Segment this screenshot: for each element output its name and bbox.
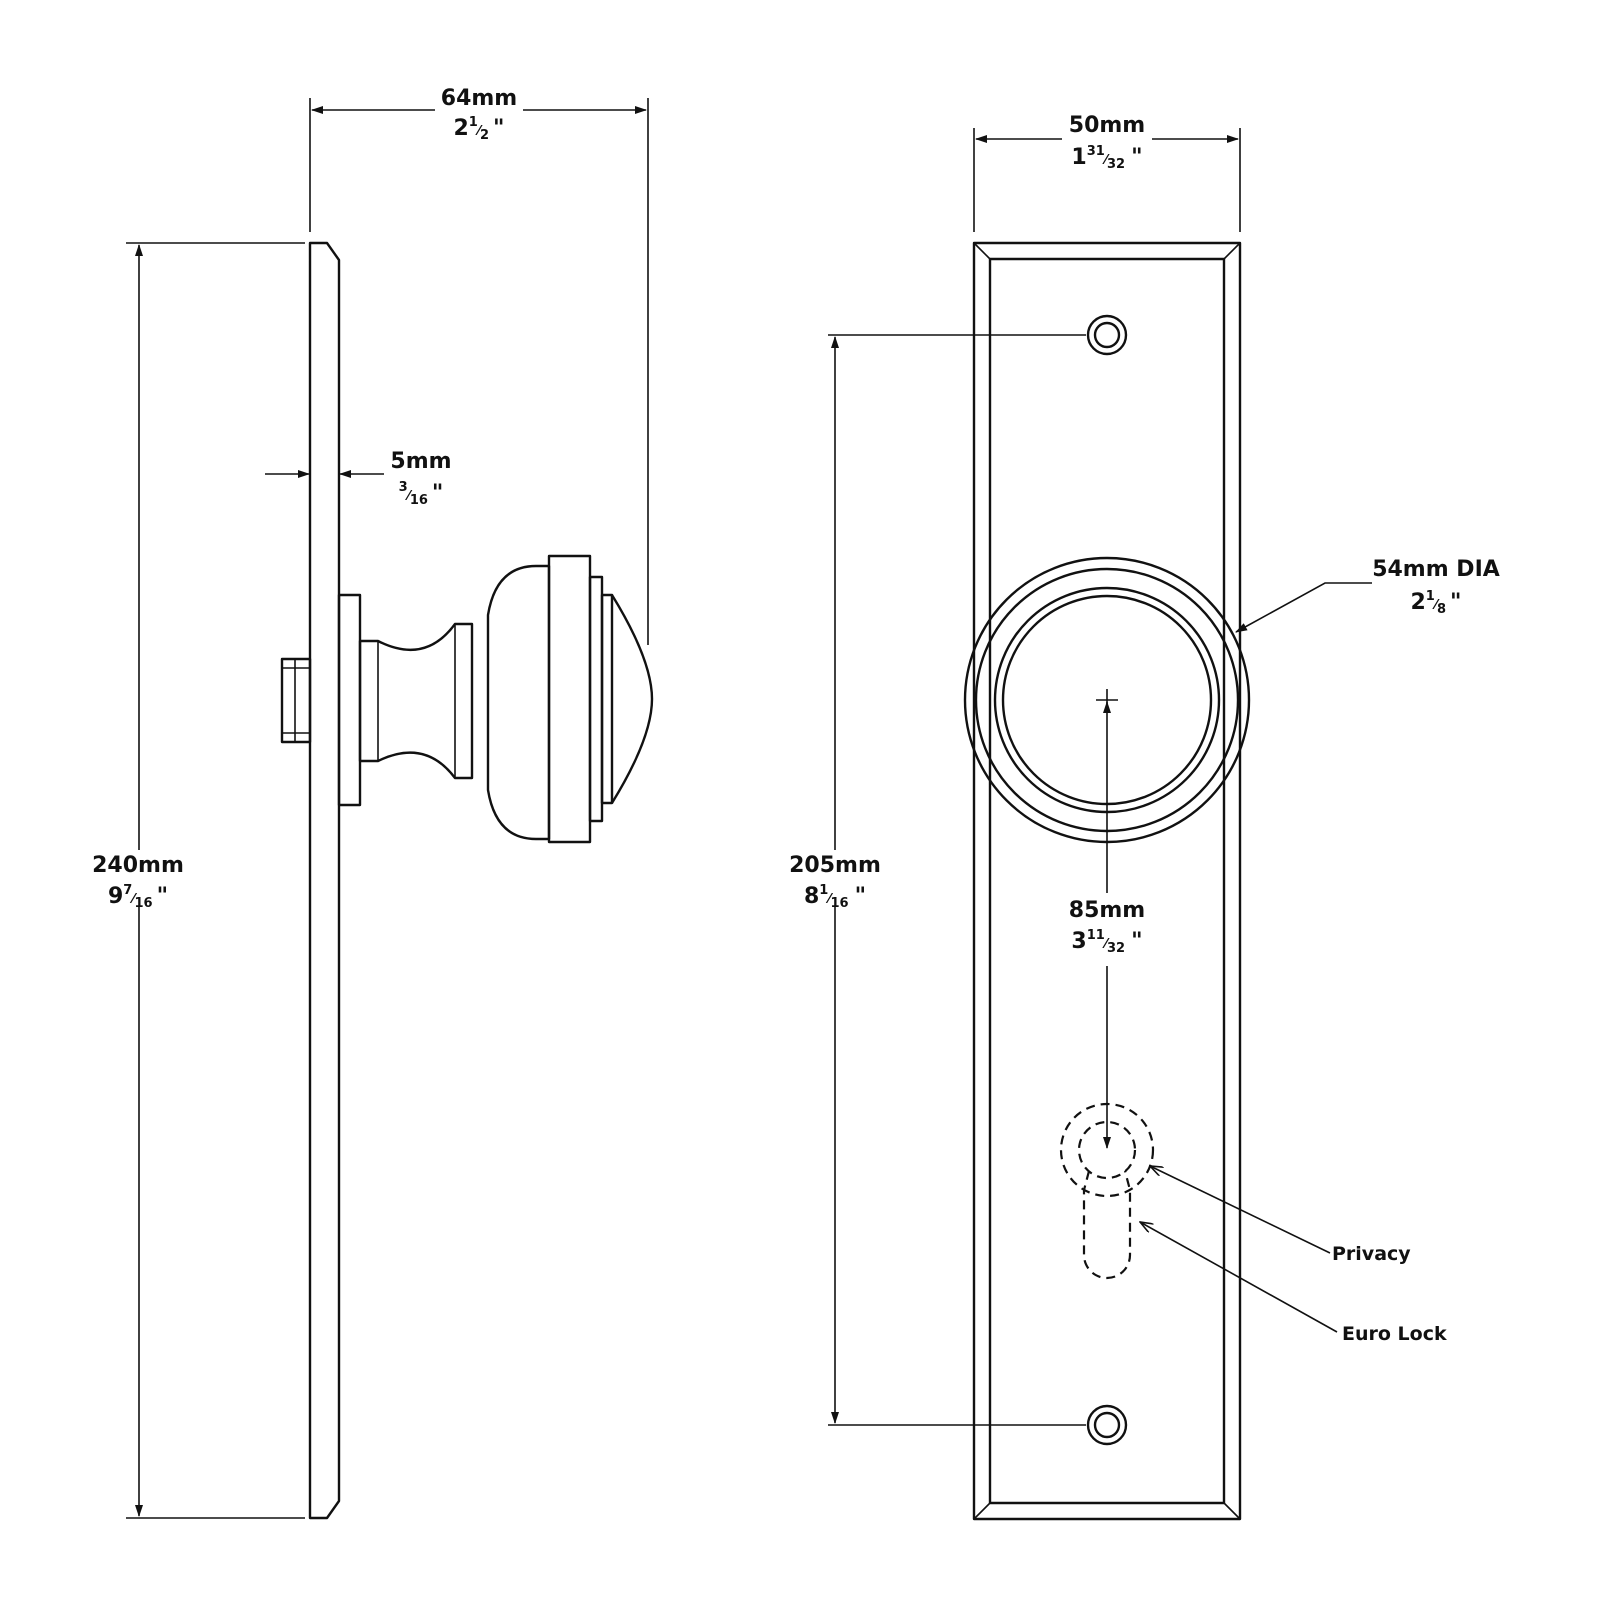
side-rose <box>337 593 362 807</box>
dim-backset-mm: 85mm <box>1069 898 1145 923</box>
dim-plate-width-inch: 131⁄32" <box>1071 144 1142 172</box>
front-backplate <box>972 241 1242 1521</box>
top-screw-icon <box>1086 314 1128 356</box>
dim-plate-width-mm: 50mm <box>1069 113 1145 138</box>
side-dimensions: 64mm 21⁄2" 240mm 97⁄16" 5mm 3⁄16" <box>92 86 649 1519</box>
side-knob-ring <box>547 554 592 844</box>
dim-knob-diameter-inch: 21⁄8" <box>1410 589 1461 617</box>
dim-plate-height-mm: 240mm <box>92 853 184 878</box>
dim-backset-inch: 311⁄32" <box>1071 928 1142 956</box>
front-dimensions: 50mm 131⁄32" 205mm 81⁄16" 85mm 311⁄32" 5… <box>789 113 1500 1426</box>
callout-euro-lock: Euro Lock <box>1342 1323 1447 1345</box>
side-knob-face <box>610 594 654 804</box>
dim-fixing-centres-inch: 81⁄16" <box>804 883 866 911</box>
front-backplate-bevel <box>988 257 1226 1505</box>
dim-plate-height-inch: 97⁄16" <box>108 883 168 911</box>
bottom-screw-icon <box>1086 1404 1128 1446</box>
side-knob-neck <box>358 622 474 780</box>
dim-fixing-centres-mm: 205mm <box>789 853 881 878</box>
dim-knob-diameter-mm: 54mm DIA <box>1372 557 1500 582</box>
dim-plate-thickness-mm: 5mm <box>390 449 451 474</box>
side-knob-body <box>486 564 551 841</box>
side-view <box>280 241 654 1520</box>
dim-projection-inch: 21⁄2" <box>453 115 504 143</box>
callout-privacy: Privacy <box>1332 1243 1411 1265</box>
dim-projection-mm: 64mm <box>441 86 517 111</box>
dim-plate-thickness-inch: 3⁄16" <box>399 480 444 508</box>
side-spindle-stub <box>280 657 312 744</box>
side-backplate <box>308 241 341 1520</box>
euro-lock-profile <box>1082 1170 1132 1280</box>
